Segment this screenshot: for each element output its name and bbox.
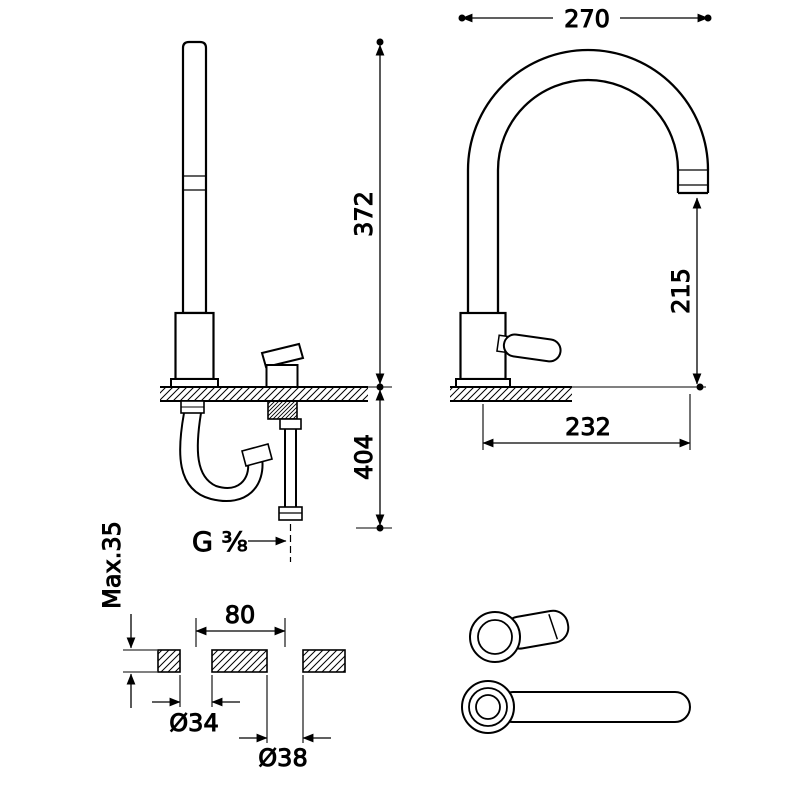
- dimension-232: 232: [482, 394, 691, 450]
- side-view: 270: [450, 5, 712, 450]
- dim-label-404: 404: [350, 434, 378, 480]
- dim-label-d38: Ø38: [258, 744, 307, 772]
- side-deck-section: [450, 386, 572, 402]
- dim-label-d34: Ø34: [169, 709, 218, 737]
- thread-callout: G ⅜: [192, 527, 287, 559]
- dimension-d38: Ø38: [239, 675, 331, 773]
- handle-top-view-short: [469, 609, 570, 663]
- lever-handle-side: [496, 333, 562, 363]
- dim-label-80: 80: [225, 601, 256, 629]
- gooseneck-spout: [466, 48, 710, 313]
- max-thickness-callout: Max.35: [98, 521, 157, 708]
- thread-label: G ⅜: [192, 527, 248, 558]
- supply-hose: [179, 400, 273, 502]
- dim-label-215: 215: [667, 268, 695, 314]
- dim-dot: [376, 38, 384, 46]
- dimension-270: 270: [458, 5, 712, 34]
- front-view: 372 404 G ⅜ Max.35: [98, 38, 392, 708]
- deck-plate-section: [157, 649, 346, 673]
- dimension-80: 80: [195, 601, 286, 647]
- dimension-404: 404: [350, 389, 392, 532]
- handle-views: [461, 609, 691, 734]
- dimension-215: 215: [572, 197, 706, 391]
- dimension-372: 372: [350, 38, 392, 391]
- handle-top-view-long: [461, 680, 691, 734]
- deck-handle-front: [260, 342, 305, 562]
- faucet-body-front: [170, 40, 219, 388]
- faucet-body-side: [455, 311, 562, 388]
- dimension-d34: Ø34: [152, 675, 240, 738]
- dim-dot: [696, 383, 704, 391]
- dim-label-270: 270: [564, 5, 610, 33]
- dim-label-372: 372: [350, 191, 378, 237]
- max-thickness-label: Max.35: [98, 521, 126, 609]
- spout-outlet: [676, 169, 710, 195]
- dim-label-232: 232: [565, 413, 611, 441]
- plan-view: 80 Ø34 Ø38: [152, 601, 346, 773]
- front-deck-section: [160, 386, 368, 402]
